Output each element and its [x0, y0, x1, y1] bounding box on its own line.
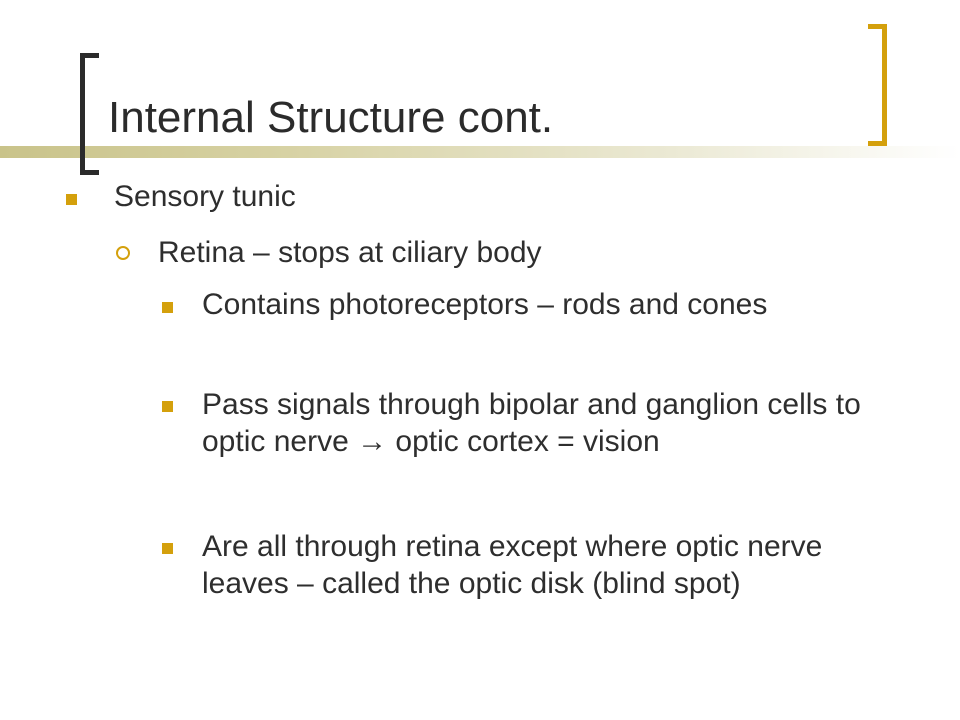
bullet-level3-signals: Pass signals through bipolar and ganglio… — [202, 388, 861, 458]
square-bullet-icon — [66, 194, 77, 205]
bullet-level2-retina: Retina – stops at ciliary body — [158, 236, 542, 269]
square-bullet-icon — [162, 401, 173, 412]
left-bracket-decoration — [80, 53, 99, 175]
right-bracket-decoration — [868, 24, 887, 146]
slide-title: Internal Structure cont. — [108, 93, 554, 142]
bullet-level3-photoreceptors: Contains photoreceptors – rods and cones — [202, 288, 768, 321]
title-underline-band — [0, 146, 960, 158]
bullet-level1-sensory-tunic: Sensory tunic — [114, 180, 296, 213]
square-bullet-icon — [162, 543, 173, 554]
circle-bullet-icon — [116, 246, 130, 260]
bullet-level3-optic-disk: Are all through retina except where opti… — [202, 530, 823, 600]
square-bullet-icon — [162, 302, 173, 313]
